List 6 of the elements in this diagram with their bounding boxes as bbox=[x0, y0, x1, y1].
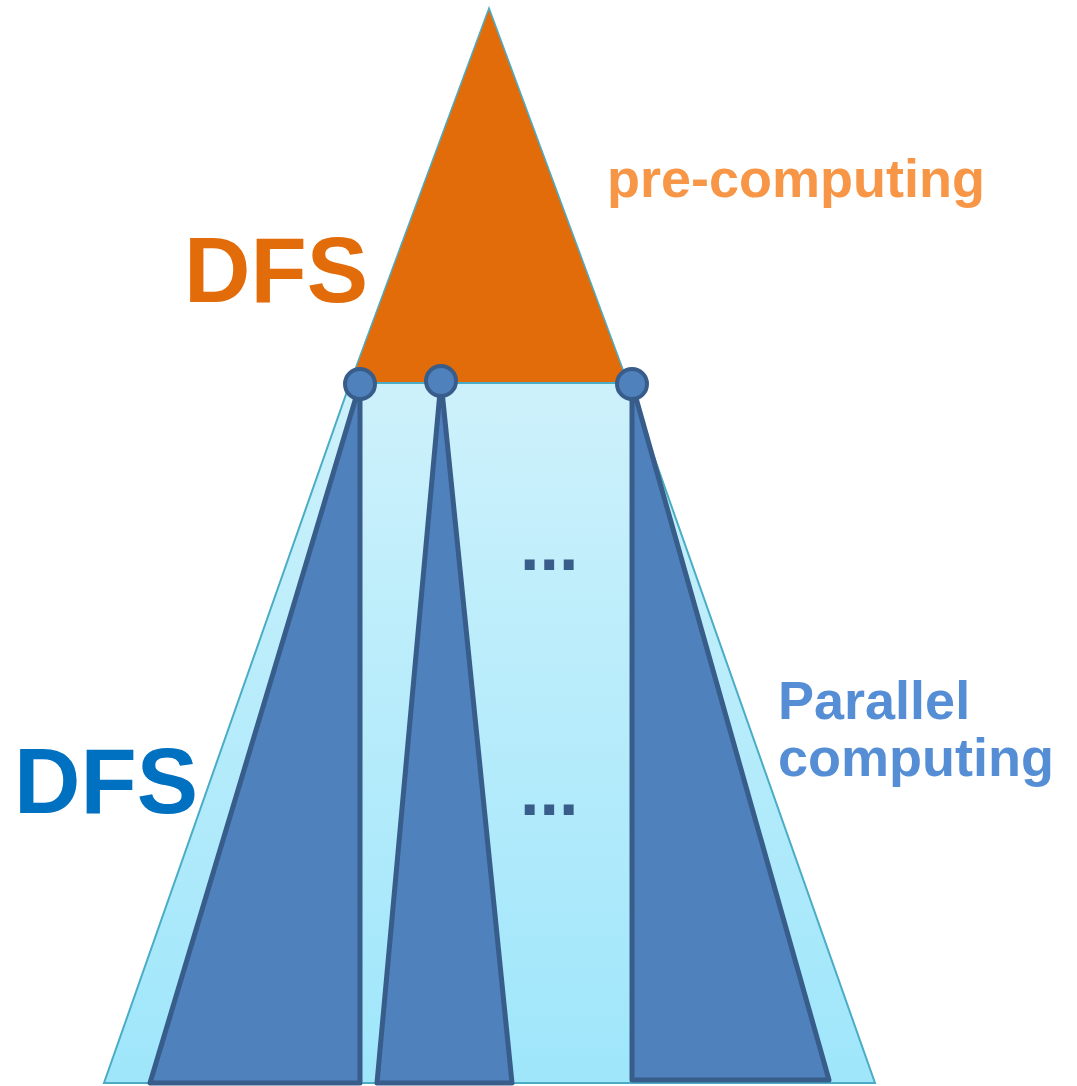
annotation-text: pre-computing bbox=[607, 150, 985, 207]
algorithm-label: DFS bbox=[184, 222, 368, 319]
ellipsis-text: ... bbox=[520, 510, 579, 584]
ellipsis-text: ... bbox=[520, 755, 579, 829]
annotation-text: Parallel computing bbox=[778, 672, 1055, 786]
algorithm-label: DFS bbox=[14, 733, 198, 830]
